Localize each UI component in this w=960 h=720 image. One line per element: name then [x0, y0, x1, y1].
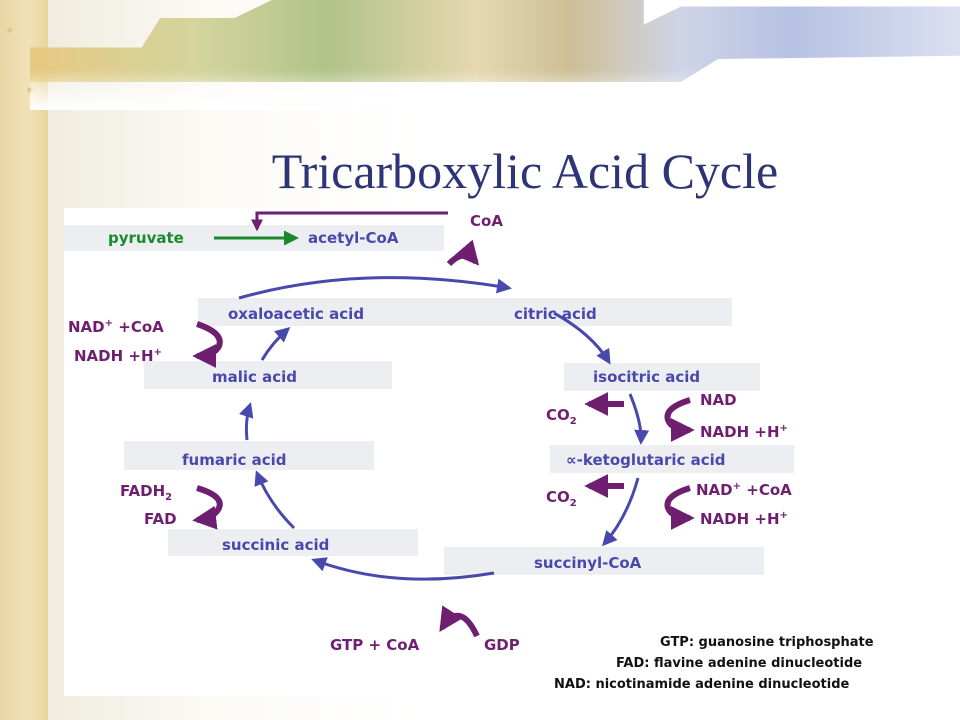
plus-sup: +: [153, 347, 162, 358]
arrow-succinyl-to-succinic: [311, 557, 495, 581]
node-malic-acid: malic acid: [212, 368, 298, 386]
band-oxaloacetic-citric: [198, 298, 732, 326]
node-coa: CoA: [470, 212, 503, 230]
cofactor-co2-2: CO2: [546, 490, 577, 509]
co2-text: CO: [546, 406, 570, 424]
cofactor-right2-nad: NAD+ +CoA: [696, 482, 792, 498]
cofactor-gdp: GDP: [484, 636, 520, 654]
slide-title: Tricarboxylic Acid Cycle: [271, 143, 779, 199]
co2-text: CO: [546, 488, 570, 506]
arrow-right2-nad: [664, 485, 695, 530]
arrow-isocitric-to-ketoglutaric: [628, 393, 650, 445]
band-succinyl: [444, 547, 764, 575]
plus-sup: +: [732, 481, 742, 492]
arrow-malic-to-oxaloacetic: [260, 327, 291, 361]
legend-fad: FAD: flavine adenine dinucleotide: [616, 656, 863, 671]
cycle-arrows: [238, 276, 650, 581]
nadh-text: NADH +H: [700, 510, 780, 528]
arrow-left-nad: [192, 321, 223, 368]
cofactor-gtp-coa: GTP + CoA: [330, 636, 420, 654]
arrow-gdp-gtp: [439, 605, 480, 638]
node-fumaric-acid: fumaric acid: [182, 451, 287, 469]
band-ketoglutaric: [550, 445, 794, 473]
left-decorative-strip: [0, 0, 48, 720]
node-isocitric-acid: isocitric acid: [593, 368, 701, 386]
cofactor-co2-1: CO2: [546, 408, 577, 427]
plus-sup: +: [104, 318, 114, 329]
plus-coa-text: +CoA: [746, 481, 792, 499]
cofactor-right-nadh: NADH +H+: [700, 424, 788, 440]
fadh-sub: 2: [165, 492, 173, 503]
co2-sub: 2: [569, 416, 577, 427]
diagram-arrows: [192, 211, 695, 638]
plus-sup: +: [779, 423, 788, 434]
fadh-text: FADH: [120, 482, 166, 500]
cofactor-fadh2: FADH2: [120, 484, 172, 503]
node-oxaloacetic-acid: oxaloacetic acid: [228, 305, 365, 323]
band-succinic: [168, 529, 418, 556]
nad-text: NAD: [696, 481, 733, 499]
band-fumaric: [124, 441, 374, 470]
node-pyruvate: pyruvate: [108, 229, 184, 247]
arrow-ketoglutaric-to-succinyl: [602, 477, 640, 547]
arrow-left-fadh: [192, 485, 223, 530]
legend-gtp: GTP: guanosine triphosphate: [660, 635, 874, 650]
node-citric-acid: citric acid: [514, 305, 597, 323]
banner-fade: [30, 70, 960, 110]
node-succinyl-coa: succinyl-CoA: [534, 554, 642, 572]
co2-sub: 2: [569, 498, 577, 509]
tca-cycle-diagram: pyruvate acetyl-CoA CoA oxaloacetic acid…: [64, 208, 960, 696]
plus-coa-text: +CoA: [118, 318, 164, 336]
arrow-coa-release: [446, 239, 480, 267]
node-acetyl-coa: acetyl-CoA: [308, 229, 399, 247]
arrow-citric-to-isocitric: [553, 311, 611, 365]
arrow-succinic-to-fumaric: [254, 470, 296, 530]
band-isocitric: [564, 363, 760, 391]
band-malic: [144, 361, 392, 389]
cofactor-left-nad: NAD+ +CoA: [68, 319, 164, 335]
node-succinic-acid: succinic acid: [222, 536, 330, 554]
arrow-right-nad: [664, 397, 695, 442]
cofactor-right-nad: NAD: [700, 391, 737, 409]
cofactor-right2-nadh: NADH +H+: [700, 511, 788, 527]
legend-nad: NAD: nicotinamide adenine dinucleotide: [554, 677, 850, 692]
nad-text: NAD: [68, 318, 105, 336]
cofactor-left-nadh: NADH +H+: [74, 348, 162, 364]
arrow-coa-return: [251, 211, 448, 232]
nadh-text: NADH +H: [700, 423, 780, 441]
plus-sup: +: [779, 510, 788, 521]
arrow-oxaloacetic-to-citric: [238, 276, 512, 300]
nadh-text: NADH +H: [74, 347, 154, 365]
node-ketoglutaric-acid: ∝-ketoglutaric acid: [566, 451, 726, 469]
cofactor-fad: FAD: [144, 510, 177, 528]
arrow-fumaric-to-malic: [239, 402, 254, 441]
